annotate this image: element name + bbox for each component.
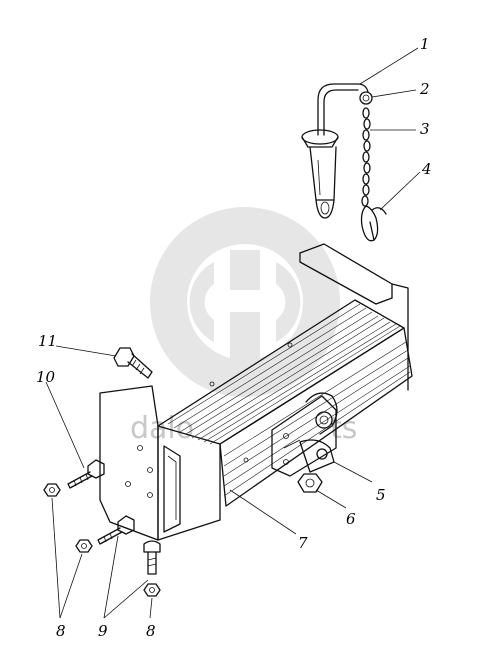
callout-7: 7 <box>298 534 308 552</box>
callout-11: 11 <box>38 332 57 350</box>
split-ring-part <box>359 91 373 105</box>
callout-4: 4 <box>421 160 432 178</box>
nut-part-6 <box>297 473 323 493</box>
callout-10: 10 <box>36 368 56 386</box>
nut-part-8b <box>75 539 93 553</box>
watermark-logo <box>150 207 340 397</box>
bolt-part-9b <box>143 540 161 575</box>
callout-6: 6 <box>346 510 356 528</box>
callout-3: 3 <box>420 120 430 138</box>
screw-part-11 <box>113 347 153 379</box>
pin-part <box>301 83 369 219</box>
chain-part <box>361 107 371 207</box>
watermark-text: dalo <box>130 411 194 446</box>
nut-part-8a <box>43 483 61 497</box>
callout-2: 2 <box>419 80 430 98</box>
bolt-part-9a <box>97 515 135 545</box>
side-plate-part <box>99 385 159 541</box>
leader-lines <box>45 47 421 619</box>
callout-1: 1 <box>420 35 430 53</box>
bolt-part-10 <box>67 459 105 489</box>
callout-8-left: 8 <box>56 622 66 640</box>
beam-hatching <box>167 303 411 497</box>
hitch-bracket-part <box>271 392 338 477</box>
callout-5: 5 <box>376 486 386 504</box>
cotter-clip-part <box>360 205 387 242</box>
callout-8-right: 8 <box>146 622 156 640</box>
callout-9: 9 <box>98 622 108 640</box>
nut-part-8c <box>143 583 161 597</box>
